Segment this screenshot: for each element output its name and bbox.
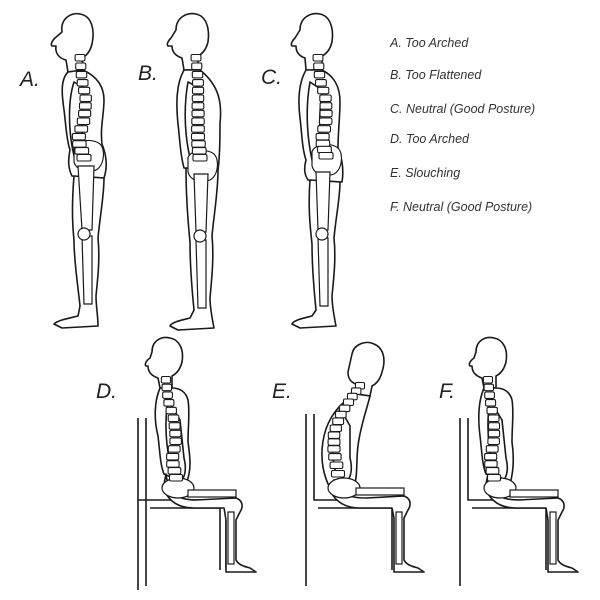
- vertebra-f: [485, 399, 497, 407]
- vertebra-b: [191, 86, 205, 95]
- vertebra-d: [165, 406, 177, 415]
- vertebra-c: [318, 151, 334, 160]
- vertebra-a: [72, 140, 87, 148]
- vertebra-d: [161, 383, 173, 392]
- vertebra-f: [488, 422, 501, 430]
- vertebra-d: [168, 422, 181, 430]
- vertebra-d: [167, 414, 180, 423]
- seated-figure-f: [459, 336, 579, 586]
- vertebra-c: [313, 62, 325, 71]
- legend-item-f: F. Neutral (Good Posture): [390, 200, 533, 214]
- vertebra-d: [160, 375, 172, 384]
- vertebra-f: [486, 406, 498, 415]
- vertebra-a: [78, 109, 92, 118]
- vertebra-e: [338, 404, 351, 413]
- vertebra-a: [75, 62, 87, 71]
- vertebra-b: [192, 79, 204, 87]
- vertebra-c: [317, 145, 332, 154]
- vertebra-a: [76, 79, 89, 87]
- vertebra-a: [76, 153, 92, 162]
- vertebra-a: [75, 70, 88, 79]
- legend-item-b: B. Too Flattened: [390, 68, 482, 82]
- figure-e-letter: E.: [272, 380, 292, 403]
- figure-b-letter: B.: [138, 62, 158, 85]
- vertebra-d: [166, 452, 180, 461]
- figure-c-letter: C.: [261, 66, 282, 89]
- vertebra-b: [191, 94, 205, 103]
- vertebra-f: [487, 429, 501, 438]
- vertebra-e: [330, 469, 346, 478]
- vertebra-f: [482, 375, 494, 384]
- vertebra-e: [327, 431, 341, 439]
- vertebra-b: [191, 102, 205, 110]
- vertebra-e: [327, 445, 341, 453]
- vertebra-c: [319, 109, 333, 118]
- vertebra-a: [71, 132, 86, 141]
- vertebra-e: [328, 453, 342, 461]
- vertebra-a: [76, 117, 91, 126]
- vertebra-b: [192, 153, 208, 162]
- vertebra-f: [485, 445, 499, 453]
- vertebra-b: [191, 125, 205, 133]
- vertebra-b: [191, 117, 205, 126]
- vertebra-a: [78, 102, 92, 110]
- vertebra-a: [74, 147, 90, 155]
- legend-item-a: A. Too Arched: [390, 36, 469, 50]
- legend-item-c: C. Neutral (Good Posture): [390, 102, 536, 116]
- vertebra-c: [317, 125, 332, 133]
- figure-f-letter: F.: [439, 380, 455, 403]
- vertebra-e: [329, 461, 344, 470]
- vertebra-f: [484, 452, 498, 461]
- vertebra-d: [163, 399, 175, 407]
- vertebra-d: [167, 445, 181, 453]
- vertebra-f: [484, 391, 495, 399]
- vertebra-f: [483, 383, 495, 392]
- vertebra-b: [191, 109, 205, 118]
- vertebra-a: [78, 86, 91, 95]
- vertebra-b: [191, 147, 207, 155]
- legend-item-e: E. Slouching: [390, 166, 461, 180]
- vertebra-b: [191, 140, 206, 148]
- vertebra-c: [315, 132, 330, 141]
- seated-figure-e: [305, 341, 425, 586]
- vertebra-c: [313, 70, 326, 79]
- figure-a-letter: A.: [20, 68, 40, 91]
- legend-item-d: D. Too Arched: [390, 132, 469, 146]
- seated-figure-d: [137, 336, 257, 590]
- vertebra-a: [74, 53, 86, 62]
- vertebra-d: [169, 429, 182, 438]
- vertebra-b: [191, 62, 203, 71]
- vertebra-d: [166, 460, 180, 468]
- vertebra-f: [484, 460, 498, 468]
- vertebra-f: [487, 437, 500, 446]
- vertebra-b: [190, 132, 206, 141]
- vertebra-c: [317, 86, 330, 95]
- vertebra-c: [319, 94, 332, 103]
- vertebra-c: [318, 117, 333, 126]
- vertebra-a: [79, 94, 92, 103]
- spines: [71, 53, 502, 482]
- vertebra-e: [334, 410, 347, 419]
- vertebra-b: [190, 53, 202, 62]
- vertebra-f: [487, 414, 500, 423]
- vertebra-c: [319, 102, 333, 110]
- vertebra-b: [191, 70, 204, 79]
- vertebra-e: [332, 417, 345, 426]
- vertebra-f: [485, 467, 500, 475]
- figure-d-letter: D.: [96, 380, 117, 403]
- vertebra-d: [168, 473, 184, 482]
- vertebra-d: [169, 437, 182, 446]
- vertebra-f: [486, 473, 502, 482]
- vertebra-c: [312, 53, 324, 62]
- vertebra-a: [74, 125, 89, 133]
- vertebra-e: [342, 398, 355, 407]
- vertebra-e: [329, 424, 342, 433]
- vertebra-d: [167, 467, 182, 475]
- vertebra-c: [315, 139, 331, 148]
- vertebra-e: [327, 438, 341, 446]
- vertebra-d: [162, 391, 173, 399]
- vertebra-c: [314, 79, 327, 87]
